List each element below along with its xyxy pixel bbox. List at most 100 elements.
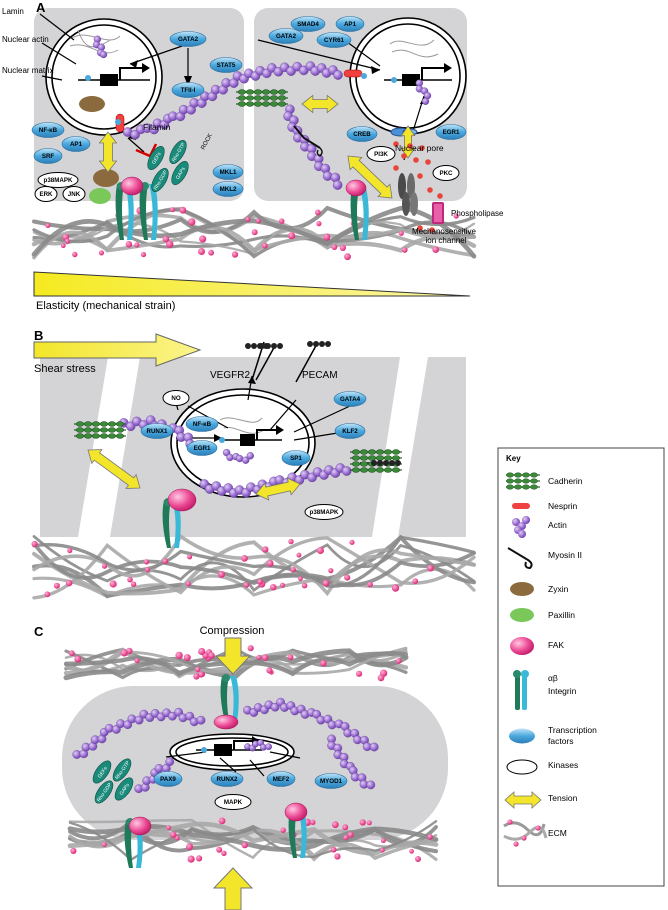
rho-shape bbox=[114, 777, 134, 801]
cadherin-domain bbox=[261, 101, 271, 107]
transcription-factor-shape bbox=[346, 126, 378, 142]
transcription-factor-label: EGR1 bbox=[194, 445, 211, 452]
transcription-factor-label: SP1 bbox=[290, 455, 302, 462]
cadherin-domain bbox=[83, 433, 93, 439]
cadherin-domain bbox=[367, 455, 377, 461]
tf-sp1: SP1 bbox=[281, 450, 311, 466]
ecm-protein bbox=[320, 660, 327, 667]
zyxin bbox=[93, 169, 119, 187]
tf-myod1: MYOD1 bbox=[314, 773, 348, 789]
ecm-protein bbox=[74, 655, 82, 663]
cadherin-domain bbox=[75, 433, 85, 439]
transcription-factor-shape bbox=[171, 82, 205, 98]
tf-egr1: EGR1 bbox=[435, 124, 467, 140]
ecm-protein bbox=[162, 235, 170, 243]
key-item-label: Cadherin bbox=[548, 476, 583, 486]
transcription-factor-label: PAX9 bbox=[160, 776, 176, 783]
kinase-pkc: PKC bbox=[432, 165, 460, 181]
compression-label: Compression bbox=[200, 625, 265, 637]
ecm-protein bbox=[193, 673, 200, 680]
ecm-protein bbox=[521, 835, 527, 841]
ecm-protein bbox=[344, 253, 351, 261]
tension-arrow bbox=[347, 155, 393, 199]
ecm-protein bbox=[255, 218, 261, 224]
transcription-factor-shape bbox=[335, 16, 365, 32]
key-actin bbox=[512, 516, 530, 538]
tf-nf-kb: NF-κB bbox=[185, 416, 219, 432]
key-ecm bbox=[503, 819, 548, 847]
cadherin-domain bbox=[375, 449, 385, 455]
vegfr2-label: VEGFR2 bbox=[210, 370, 250, 381]
tension-arrow bbox=[98, 131, 118, 173]
cadherin-domain bbox=[91, 427, 101, 433]
transcription-factor-label: SMAD4 bbox=[297, 21, 319, 28]
key-item-label: Kinases bbox=[548, 760, 578, 770]
key-item-label: Paxillin bbox=[548, 610, 575, 620]
cadherin-domain bbox=[245, 101, 255, 107]
ecm-protein bbox=[67, 547, 73, 554]
integrin-head bbox=[222, 674, 230, 682]
key-box bbox=[497, 447, 665, 887]
actin-monomer bbox=[134, 715, 144, 725]
cadherin-domain bbox=[75, 427, 85, 433]
nuclear-actin bbox=[222, 448, 254, 464]
ecm-protein bbox=[270, 584, 277, 591]
ecm-fiber bbox=[63, 648, 409, 681]
actin-monomer bbox=[165, 757, 175, 767]
myosin-bead bbox=[325, 341, 331, 347]
actin-monomer bbox=[512, 518, 520, 526]
ecm-protein bbox=[109, 580, 117, 588]
ecm-protein bbox=[391, 584, 400, 592]
ecm-protein bbox=[401, 247, 408, 253]
integrin-alpha bbox=[350, 188, 359, 240]
rho-gtp: Rho-GTP bbox=[169, 140, 187, 164]
phospholipase-label: Phospholipase bbox=[451, 209, 504, 218]
ecm-protein bbox=[218, 570, 225, 578]
transcription-factor-label: GATA4 bbox=[340, 396, 361, 403]
transcription-factor-label: GATA2 bbox=[276, 33, 297, 40]
ecm-protein bbox=[102, 563, 108, 569]
transcription-factor-dot bbox=[115, 119, 121, 125]
rho-gaps: GAPs bbox=[171, 161, 189, 185]
gene bbox=[222, 425, 284, 446]
transcription-factor-dot bbox=[201, 747, 207, 753]
integrin-head bbox=[513, 670, 521, 678]
tf-klf2: KLF2 bbox=[334, 423, 366, 439]
ecm-protein bbox=[218, 817, 226, 825]
cadherin-domain bbox=[367, 467, 377, 473]
calcium-ion bbox=[417, 225, 423, 231]
ecm-protein bbox=[535, 825, 541, 831]
ecm-protein bbox=[412, 578, 419, 585]
key-nesprin bbox=[512, 503, 530, 509]
calcium-ion bbox=[429, 227, 435, 233]
cadherin-domain bbox=[107, 433, 117, 439]
ecm-protein bbox=[187, 554, 193, 560]
transcription-factor-dot bbox=[361, 73, 367, 79]
actin-monomer bbox=[299, 65, 309, 76]
key-zyxin bbox=[510, 582, 534, 596]
key-fak bbox=[510, 637, 534, 655]
zyxin bbox=[79, 96, 105, 112]
ecm-protein bbox=[45, 223, 51, 229]
ecm-protein bbox=[301, 582, 308, 589]
ecm-protein bbox=[367, 581, 373, 588]
ecm-protein bbox=[278, 218, 285, 224]
transcription-factor-label: SRF bbox=[42, 153, 55, 160]
ecm-protein bbox=[241, 841, 248, 849]
cadherin-domain bbox=[91, 433, 101, 439]
ecm-protein bbox=[221, 850, 227, 856]
rho-shape bbox=[112, 758, 132, 782]
ecm-protein bbox=[280, 827, 286, 833]
ecm-protein bbox=[53, 582, 60, 589]
cadherin-domain bbox=[522, 484, 530, 490]
myosin-beads bbox=[307, 341, 331, 347]
calcium-ion bbox=[413, 157, 419, 163]
ecm-layer bbox=[31, 205, 477, 863]
ecm-protein bbox=[126, 647, 133, 655]
key-item-label: Zyxin bbox=[548, 584, 569, 594]
transcription-factor-label: NF-κB bbox=[193, 421, 212, 428]
calcium-ion bbox=[437, 193, 443, 199]
